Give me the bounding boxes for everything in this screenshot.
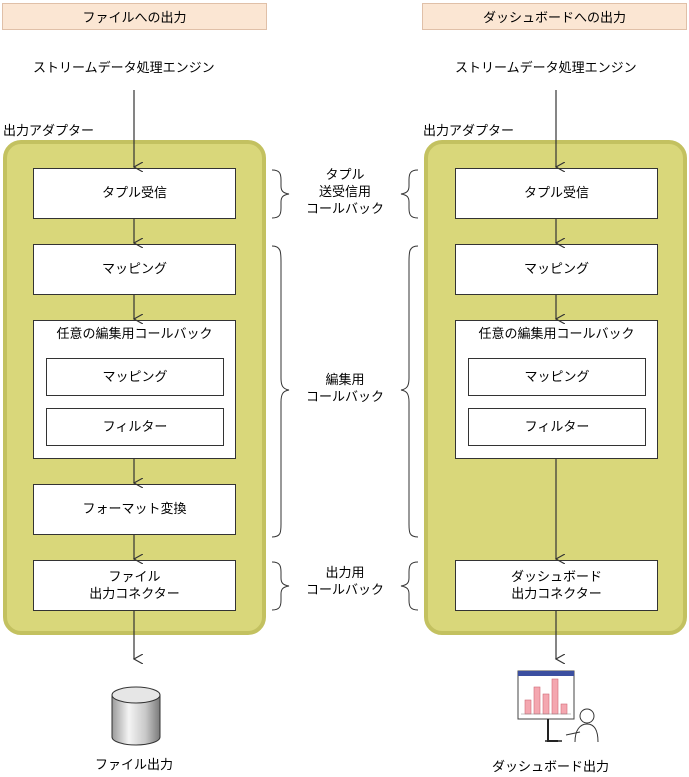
right-adapter-label: 出力アダプター <box>423 124 515 139</box>
left-inner-mapping-label: マッピング <box>102 369 168 385</box>
left-edit-callback-label: 任意の編集用コールバック <box>56 327 213 342</box>
left-source-label: ストリームデータ処理エンジン <box>33 61 215 76</box>
output-callback-line1: 出力用 <box>325 566 365 581</box>
right-tuple-receive-label: タプル受信 <box>523 186 589 201</box>
left-brace-edit <box>271 245 290 538</box>
right-output-label: ダッシュボード出力 <box>492 760 610 775</box>
right-brace-output <box>400 561 419 611</box>
right-edit-callback-label: 任意の編集用コールバック <box>478 327 635 342</box>
left-connector-line2: 出力コネクター <box>89 586 180 602</box>
right-brace-edit <box>400 245 419 538</box>
right-source-label: ストリームデータ処理エンジン <box>455 61 637 76</box>
edit-callback-line1: 編集用 <box>325 373 365 388</box>
left-brace-output <box>271 561 290 611</box>
dashboard-monitor-user-icon <box>517 670 599 743</box>
edit-callback-group-label: 編集用 コールバック <box>290 372 400 406</box>
cylinder-storage-icon <box>111 686 161 746</box>
right-title: ダッシュボードへの出力 <box>422 3 687 30</box>
tuple-callback-line2: 送受信用 <box>318 185 371 200</box>
left-inner-filter-box: フィルター <box>46 408 224 446</box>
left-title: ファイルへの出力 <box>2 3 267 30</box>
left-mapping-label: マッピング <box>101 262 167 277</box>
tuple-callback-line1: タプル <box>325 168 365 183</box>
right-connector-line1: ダッシュボード <box>510 569 602 585</box>
left-inner-mapping-box: マッピング <box>46 358 224 396</box>
left-adapter-label: 出力アダプター <box>3 124 95 139</box>
right-braces <box>400 169 419 611</box>
right-inner-mapping-box: マッピング <box>468 358 646 396</box>
left-inner-filter-label: フィルター <box>102 419 168 435</box>
output-callback-label: 出力用 コールバック <box>290 565 400 599</box>
right-brace-tuple <box>400 169 419 219</box>
tuple-callback-line3: コールバック <box>305 202 384 217</box>
right-connector-line2: 出力コネクター <box>511 586 602 602</box>
left-connector-line1: ファイル <box>108 569 161 585</box>
left-mapping-box: マッピング <box>33 244 236 295</box>
left-file-connector-box: ファイル 出力コネクター <box>33 560 236 611</box>
left-output-label: ファイル出力 <box>95 758 174 773</box>
edit-callback-line2: コールバック <box>305 390 384 405</box>
left-brace-tuple <box>271 169 290 219</box>
left-braces <box>271 169 290 611</box>
right-inner-mapping-label: マッピング <box>524 369 590 385</box>
tuple-callback-label: タプル 送受信用 コールバック <box>290 167 400 218</box>
right-inner-filter-label: フィルター <box>524 419 590 435</box>
output-callback-line2: コールバック <box>305 583 384 598</box>
left-format-conversion-label: フォーマット変換 <box>82 502 187 517</box>
left-tuple-receive-label: タプル受信 <box>101 186 167 201</box>
right-mapping-box: マッピング <box>455 244 658 295</box>
right-tuple-receive-box: タプル受信 <box>455 168 658 219</box>
right-inner-filter-box: フィルター <box>468 408 646 446</box>
right-mapping-label: マッピング <box>523 262 589 277</box>
right-dashboard-connector-box: ダッシュボード 出力コネクター <box>455 560 658 611</box>
